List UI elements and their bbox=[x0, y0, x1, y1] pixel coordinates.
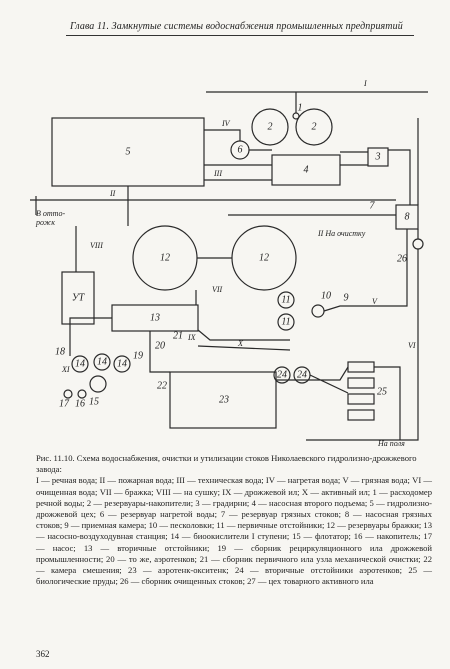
block-20-label: 20 bbox=[155, 340, 165, 351]
block-14a-label: 14 bbox=[75, 358, 85, 369]
water-supply-scheme-diagram: 5 4 2 2 6 3 1 7 8 26 12 12 УТ 13 11 11 1… bbox=[30, 79, 428, 448]
pump-station-4-block bbox=[271, 154, 341, 186]
clean-water-line bbox=[306, 229, 419, 441]
block-1-label: 1 bbox=[298, 102, 303, 113]
block-17-label: 17 bbox=[59, 398, 70, 409]
to-pond-label-2: рожк bbox=[35, 218, 55, 227]
bio-pond-25c bbox=[347, 393, 375, 405]
secondary-settler-24a-circle bbox=[273, 366, 291, 384]
block-5-label: 5 bbox=[126, 146, 131, 157]
stream-IV-label: IV bbox=[221, 119, 231, 128]
bio-oxidizer-14b-circle bbox=[93, 353, 111, 371]
bio-pond-25a bbox=[347, 361, 375, 373]
storage-16-circle bbox=[77, 389, 87, 399]
block-9-label: 9 bbox=[344, 292, 349, 303]
primary-settler-11b-circle bbox=[277, 313, 295, 331]
outlet-to-field-line bbox=[374, 366, 401, 440]
stream-VII-label: VII bbox=[212, 285, 223, 294]
bio-oxidizer-14c-circle bbox=[113, 355, 131, 373]
block-8-label: 8 bbox=[405, 211, 410, 222]
figure-caption: Рис. 11.10. Схема водоснабжения, очистки… bbox=[36, 453, 432, 587]
block-16-label: 16 bbox=[75, 398, 85, 409]
block-2b-label: 2 bbox=[312, 121, 317, 132]
stream-X-label: X bbox=[237, 339, 244, 348]
flotator-15-circle bbox=[89, 375, 107, 393]
block-25-label: 25 bbox=[377, 386, 387, 397]
collector-26-circle bbox=[412, 238, 424, 250]
aerotank-23-block bbox=[169, 371, 277, 429]
block-14b-label: 14 bbox=[97, 356, 107, 367]
block-18-label: 18 bbox=[55, 346, 65, 357]
hot-water-line bbox=[204, 129, 368, 153]
block-11b-label: 11 bbox=[281, 316, 290, 327]
bio-pond-25d bbox=[347, 409, 375, 421]
block-12a-label: 12 bbox=[160, 252, 170, 263]
block-22-label: 22 bbox=[157, 380, 167, 391]
block-19-label: 19 bbox=[133, 350, 143, 361]
block-24b-label: 24 bbox=[297, 369, 307, 380]
tech-water-line bbox=[204, 164, 368, 181]
block-23-label: 23 bbox=[219, 394, 229, 405]
caption-title: Рис. 11.10. Схема водоснабжения, очистки… bbox=[36, 453, 417, 475]
stream-V-label: V bbox=[372, 297, 378, 306]
ut-shop-block bbox=[61, 271, 95, 325]
river-water-line bbox=[206, 91, 428, 113]
block-2a-label: 2 bbox=[268, 121, 273, 132]
chapter-title: Глава 11. Замкнутые системы водоснабжени… bbox=[70, 21, 403, 32]
cooling-tower-3-block bbox=[367, 147, 389, 167]
to-pond-label-1: В отто- bbox=[36, 209, 65, 218]
block-15-label: 15 bbox=[89, 396, 99, 407]
block-21-label: 21 bbox=[173, 330, 183, 341]
block-24a-label: 24 bbox=[277, 369, 287, 380]
to-field-label: На поля bbox=[377, 439, 405, 448]
reservoir-2b-circle bbox=[295, 108, 333, 146]
stream-XI-label: XI bbox=[61, 365, 70, 374]
reservoir-2a-circle bbox=[251, 108, 289, 146]
running-header: Глава 11. Замкнутые системы водоснабжени… bbox=[0, 0, 450, 40]
primary-settler-11a-circle bbox=[277, 291, 295, 309]
stream-III-label: III bbox=[213, 169, 222, 178]
block-11a-label: 11 bbox=[281, 294, 290, 305]
block-4-label: 4 bbox=[304, 164, 309, 175]
caption-legend: I — речная вода; II — пожарная вода; III… bbox=[36, 475, 432, 587]
stream-IX-label: IX bbox=[187, 333, 197, 342]
block-13-label: 13 bbox=[150, 312, 160, 323]
to-cleaning-label: II На очистку bbox=[317, 229, 366, 238]
block-ut-label: УТ bbox=[72, 292, 86, 303]
brew-line bbox=[127, 186, 232, 305]
bio-oxidizer-14a-circle bbox=[71, 355, 89, 373]
block-12b-label: 12 bbox=[259, 252, 269, 263]
header-rule bbox=[66, 35, 414, 36]
stream-VI-label: VI bbox=[408, 341, 416, 350]
cooling-return-line bbox=[388, 118, 419, 205]
block-14c-label: 14 bbox=[117, 358, 127, 369]
block-10-label: 10 bbox=[321, 290, 331, 301]
sand-trap-10-circle bbox=[311, 304, 325, 318]
bio-pond-25b bbox=[347, 377, 375, 389]
page-number: 362 bbox=[36, 649, 50, 659]
stream-VIII-label: VIII bbox=[90, 241, 103, 250]
pump-17-circle bbox=[63, 389, 73, 399]
stream-II-label: II bbox=[109, 189, 116, 198]
block-3-label: 3 bbox=[375, 151, 381, 162]
dirty-water-line bbox=[228, 214, 408, 312]
fire-water-line bbox=[30, 196, 396, 215]
stream-I-label: I bbox=[363, 79, 367, 88]
sludge-lines bbox=[69, 317, 349, 394]
block-7-label: 7 bbox=[370, 200, 376, 211]
block-6-label: 6 bbox=[238, 144, 243, 155]
flowmeter-1-circle bbox=[292, 112, 300, 120]
block-26-label: 26 bbox=[397, 253, 407, 264]
